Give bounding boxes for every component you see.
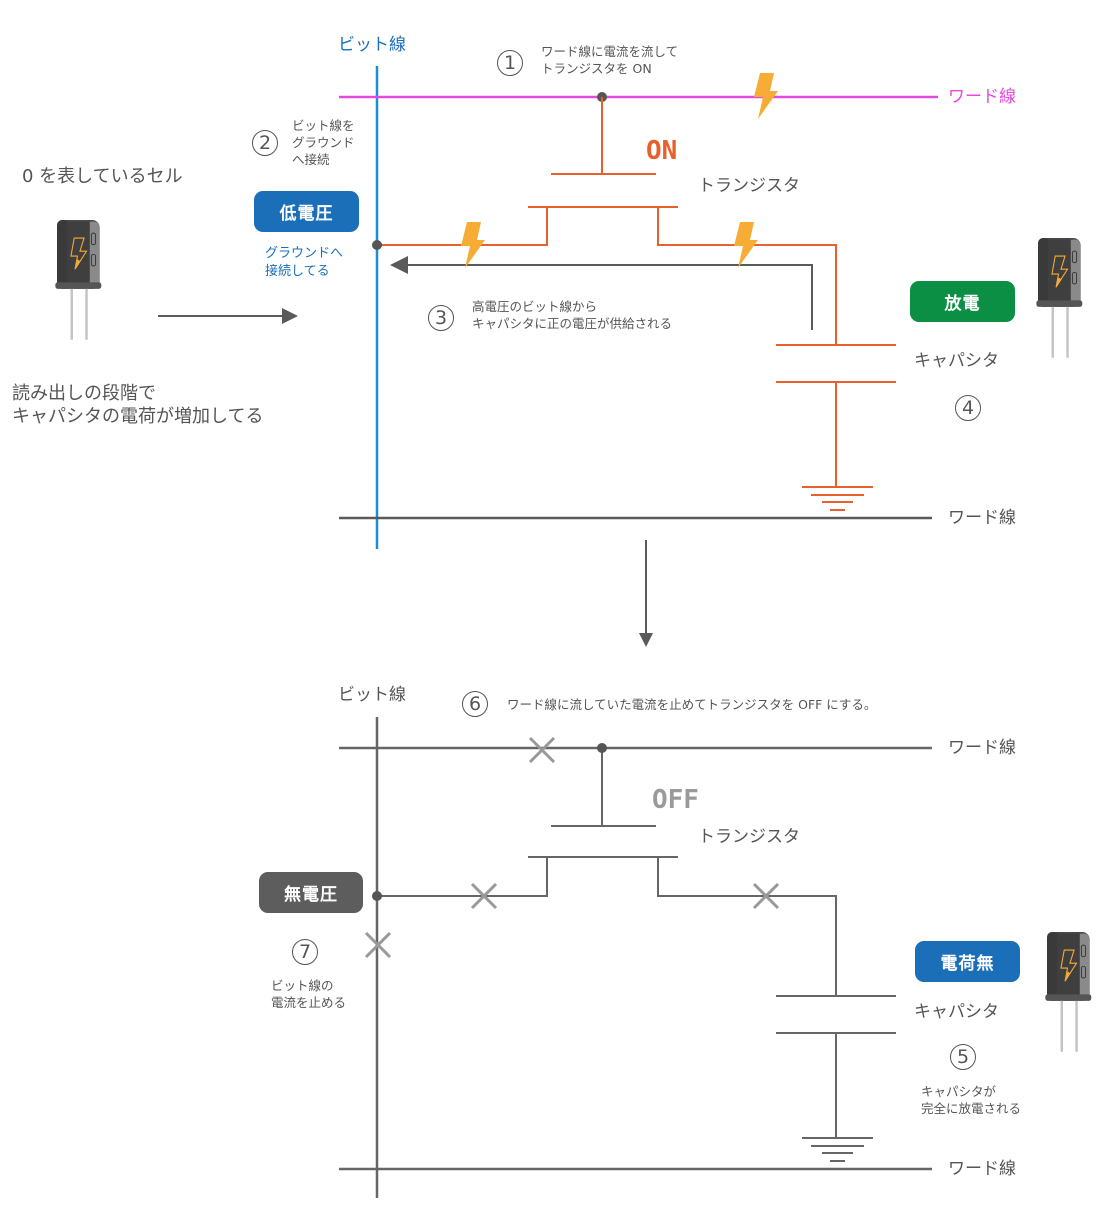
step-2-line-3: へ接続 bbox=[292, 151, 330, 167]
current-flow-arrowhead bbox=[390, 256, 408, 274]
capacitor-label-top: キャパシタ bbox=[914, 351, 999, 371]
step-5-number: 5 bbox=[950, 1044, 976, 1070]
ground-symbol-bottom bbox=[802, 1137, 873, 1162]
low-voltage-badge: 低電圧 bbox=[254, 191, 359, 232]
cross-mark-icon bbox=[364, 931, 392, 959]
wordline-label-bottom-top: ワード線 bbox=[948, 738, 1016, 758]
step-7-line-2: 電流を止める bbox=[271, 994, 347, 1010]
right-capacitor-icon-top bbox=[1035, 236, 1084, 359]
ground-note-line-2: 接続してる bbox=[265, 263, 330, 279]
step-1-line-2: トランジスタを ON bbox=[541, 60, 652, 76]
cross-mark-icon bbox=[752, 882, 780, 910]
bitline-junction-dot-off bbox=[372, 891, 382, 901]
transistor-state-off: OFF bbox=[652, 785, 699, 815]
transistor-label-bottom: トランジスタ bbox=[698, 827, 800, 847]
step-1-line-1: ワード線に電流を流して bbox=[541, 44, 679, 59]
step-2-text: ビット線を グラウンド へ接続 bbox=[292, 118, 355, 169]
wordline-label-bottom-bottom: ワード線 bbox=[948, 1159, 1016, 1179]
step-3-line-1: 高電圧のビット線から bbox=[472, 299, 598, 314]
cell-caption: 0 を表しているセル bbox=[22, 166, 183, 187]
bitline-junction-dot bbox=[372, 240, 382, 250]
step-5-line-1: キャパシタが bbox=[921, 1084, 997, 1099]
step-2-number: 2 bbox=[252, 130, 278, 156]
ground-symbol-top bbox=[802, 486, 873, 511]
bolt-icon bbox=[754, 73, 778, 119]
bottom-circuit bbox=[339, 717, 932, 1198]
step-6-number: 6 bbox=[462, 691, 488, 717]
bolt-icon bbox=[461, 222, 485, 268]
capacitor-label-bottom: キャパシタ bbox=[914, 1002, 999, 1022]
current-flow-arrow-line bbox=[405, 264, 813, 330]
step-3-text: 高電圧のビット線から キャパシタに正の電圧が供給される bbox=[472, 299, 672, 333]
step-1-number: 1 bbox=[497, 50, 523, 76]
bitline-label-bottom: ビット線 bbox=[338, 685, 406, 705]
right-capacitor-icon-bottom bbox=[1044, 930, 1093, 1053]
step-4-number: 4 bbox=[955, 395, 981, 421]
discharge-badge: 放電 bbox=[910, 281, 1015, 322]
bitline-label-top: ビット線 bbox=[338, 35, 406, 55]
step-7-text: ビット線の 電流を止める bbox=[271, 978, 346, 1012]
flow-right-arrowhead bbox=[282, 308, 298, 324]
ground-connected-note: グラウンドへ 接続してる bbox=[265, 245, 343, 280]
step-2-line-1: ビット線を bbox=[292, 118, 355, 133]
step-3-number: 3 bbox=[428, 305, 454, 331]
transistor-state-on: ON bbox=[646, 136, 678, 166]
cross-mark-icon bbox=[528, 736, 556, 764]
step-7-number: 7 bbox=[292, 939, 318, 965]
step-5-text: キャパシタが 完全に放電される bbox=[921, 1084, 1021, 1118]
wordline-label-active: ワード線 bbox=[948, 87, 1016, 107]
step-5-line-2: 完全に放電される bbox=[921, 1100, 1022, 1116]
top-circuit bbox=[339, 66, 938, 549]
no-voltage-badge: 無電圧 bbox=[259, 872, 363, 913]
cell-description: 読み出しの段階で キャパシタの電荷が増加してる bbox=[12, 382, 263, 429]
step-7-line-1: ビット線の bbox=[271, 978, 334, 993]
description-line-1: 読み出しの段階で bbox=[12, 383, 156, 404]
wordline-label-top-bottom: ワード線 bbox=[948, 508, 1016, 528]
step-3-line-2: キャパシタに正の電圧が供給される bbox=[472, 315, 673, 331]
transition-arrowhead bbox=[639, 633, 653, 647]
step-1-text: ワード線に電流を流して トランジスタを ON bbox=[541, 44, 678, 78]
drain-wire-off bbox=[657, 857, 837, 996]
step-6-text: ワード線に流していた電流を止めてトランジスタを OFF にする。 bbox=[507, 697, 877, 712]
source-wire-off bbox=[377, 857, 548, 897]
cross-mark-icon bbox=[470, 882, 498, 910]
wordline-junction-dot-off bbox=[597, 743, 607, 753]
no-charge-badge: 電荷無 bbox=[915, 941, 1020, 982]
ground-note-line-1: グラウンドへ bbox=[265, 246, 344, 261]
transistor-label-top: トランジスタ bbox=[698, 176, 800, 196]
step-2-line-2: グラウンド bbox=[292, 134, 355, 150]
left-capacitor-icon bbox=[54, 218, 103, 341]
bolt-icon bbox=[734, 222, 758, 268]
description-line-2: キャパシタの電荷が増加してる bbox=[12, 406, 264, 428]
source-wire bbox=[377, 207, 548, 246]
